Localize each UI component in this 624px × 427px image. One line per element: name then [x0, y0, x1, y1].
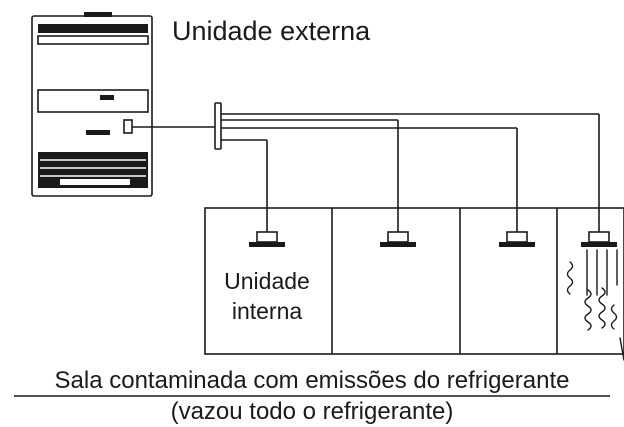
indoor-unit-1 — [249, 232, 285, 247]
indoor-unit-leaking — [581, 232, 617, 247]
indoor-unit-label: Unidade interna — [219, 266, 315, 326]
indoor-unit-3 — [499, 232, 535, 247]
refrigerant-leak-lines — [568, 250, 624, 360]
indoor-unit-2 — [380, 232, 416, 247]
outdoor-unit — [32, 12, 152, 196]
refrigerant-piping — [132, 103, 599, 232]
caption-line-2: (vazou todo o refrigerante) — [0, 397, 624, 427]
caption-line-1: Sala contaminada com emissões do refrige… — [0, 366, 624, 396]
outdoor-unit-label: Unidade externa — [172, 14, 370, 48]
